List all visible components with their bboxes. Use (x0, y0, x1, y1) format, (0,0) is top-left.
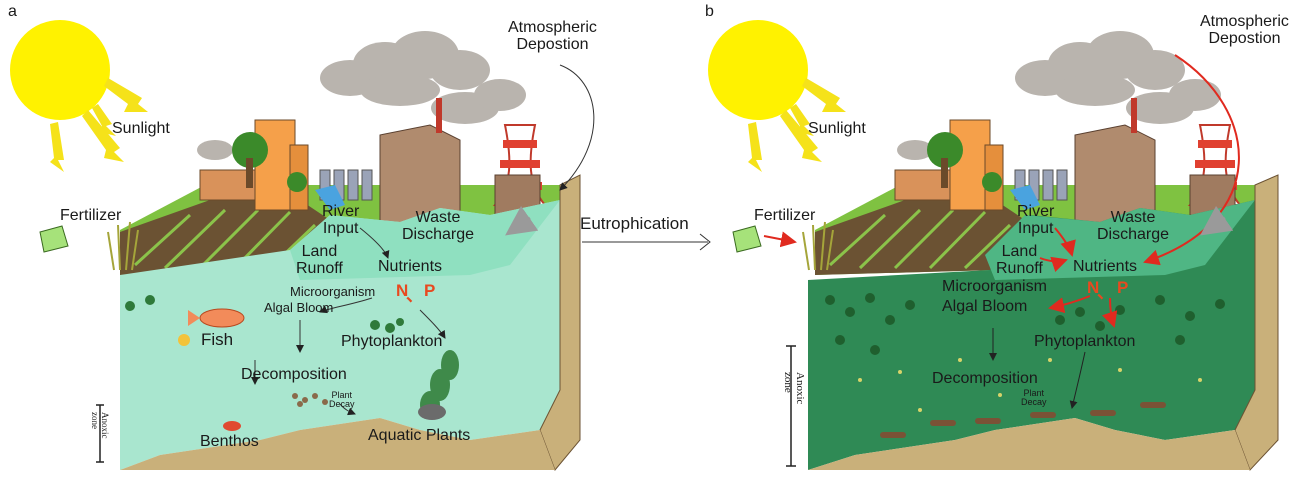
algal-bloom-label-b: Algal Bloom (942, 298, 1028, 315)
sun-rays-icon (50, 78, 148, 172)
benthos-label-a: Benthos (200, 433, 259, 450)
river-input-label-b: River Input (1017, 203, 1055, 238)
storage-tanks (319, 169, 373, 201)
small-factory (199, 169, 256, 201)
phosphorus-label-a: P (424, 281, 436, 300)
waste-line-2: Discharge (402, 225, 475, 243)
phytoplankton-label-b: Phytoplankton (1034, 333, 1136, 350)
panel-a-letter: a (8, 3, 17, 20)
anoxic-line-2: zone (782, 372, 794, 393)
microorganism-label-a: Microorganism (290, 284, 376, 299)
fertilizer-bag-icon (732, 225, 762, 253)
anoxic-zone-bracket (786, 345, 796, 467)
panel-b-illustration (708, 20, 1279, 471)
algal-bloom-label-a: Algal Bloom (264, 300, 334, 315)
fertilizer-label-a: Fertilizer (60, 207, 122, 224)
tree-icon (927, 132, 963, 168)
panel-b-letter: b (705, 3, 714, 20)
runoff-line-1: Land (1001, 243, 1038, 260)
eutrophication-label: Eutrophication (580, 214, 689, 233)
plant-decay-line-2: Decay (1021, 397, 1047, 408)
tree-icon (232, 132, 268, 168)
anoxic-zone-label-a: Anoxic zone (90, 412, 110, 439)
waste-line-1: Waste (415, 209, 461, 226)
river-line-2: Input (322, 219, 359, 237)
smoke-clouds-icon (897, 31, 1221, 177)
sun-icon (708, 20, 808, 120)
plant-decay-line-1: Plant (1023, 388, 1045, 398)
fish-label-a: Fish (201, 330, 234, 349)
small-factory (894, 169, 951, 201)
tower-building (949, 119, 991, 211)
sun-icon (10, 20, 110, 120)
plant-decay-line-1: Plant (331, 390, 353, 400)
land-runoff-label-b: Land Runoff (996, 243, 1043, 278)
waste-line-2: Discharge (1097, 225, 1170, 243)
atmospheric-line-2: Depostion (1208, 29, 1281, 47)
algae-blobs (825, 293, 1225, 355)
river-line-2: Input (1017, 219, 1054, 237)
river-line-1: River (1017, 203, 1055, 220)
aquatic-plants-icon (418, 350, 459, 420)
anoxic-line-2: zone (90, 412, 100, 429)
nitrogen-label-a: N (396, 281, 409, 300)
microorganism-label-b: Microorganism (942, 278, 1047, 295)
sunlight-label-a: Sunlight (112, 120, 170, 137)
river-input-label-a: River Input (322, 203, 360, 238)
nutrients-label-a: Nutrients (378, 258, 443, 275)
eutrophication-arrow (582, 233, 711, 251)
smoke-clouds-icon (197, 31, 526, 177)
atmospheric-label-b: Atmospheric Depostion (1200, 13, 1289, 48)
nutrients-label-b: Nutrients (1073, 258, 1138, 275)
fertilizer-label-b: Fertilizer (754, 207, 816, 224)
anoxic-line-1: Anoxic (100, 412, 110, 439)
runoff-line-2: Runoff (296, 259, 343, 277)
waste-line-1: Waste (1110, 209, 1156, 226)
sun-rays-icon (748, 78, 846, 172)
waste-discharge-label-b: Waste Discharge (1097, 209, 1170, 244)
atmospheric-label-a: Atmospheric Depostion (508, 19, 597, 54)
nitrogen-label-b: N (1087, 278, 1100, 297)
benthos-icon (223, 421, 241, 431)
decomposition-label-b: Decomposition (932, 370, 1038, 387)
sediment-layer (120, 418, 555, 470)
runoff-line-1: Land (301, 243, 338, 260)
decomposition-label-a: Decomposition (241, 366, 347, 383)
panel-a-illustration (10, 20, 595, 471)
separator-a: 、 (406, 286, 423, 305)
river-line-1: River (322, 203, 360, 220)
aquatic-plants-label-a: Aquatic Plants (368, 427, 471, 444)
atmospheric-line-2: Depostion (516, 35, 589, 53)
large-factory (1074, 124, 1156, 231)
storage-tanks (1014, 169, 1068, 201)
land-runoff-label-a: Land Runoff (296, 243, 343, 278)
sediment-layer (808, 418, 1250, 470)
atmospheric-line-1: Atmospheric (1200, 13, 1289, 30)
tower-building (254, 119, 296, 211)
fish-icon (178, 308, 245, 346)
algae-blobs (125, 295, 404, 333)
water-surface (290, 200, 560, 280)
sunlight-label-b: Sunlight (808, 120, 866, 137)
crop-fields (815, 200, 1025, 275)
plant-decay-label-a: Plant Decay (329, 390, 355, 410)
separator-b: 、 (1097, 283, 1114, 302)
anoxic-zone-label-b: Anoxic zone (782, 372, 806, 404)
large-factory (379, 124, 461, 231)
anoxic-zone-bracket (96, 404, 104, 463)
phytoplankton-label-a: Phytoplankton (341, 333, 443, 350)
plant-decay-logs (880, 402, 1166, 438)
plant-decay-label-b: Plant Decay (1021, 388, 1047, 408)
anoxic-line-1: Anoxic (794, 372, 806, 405)
waste-discharge-label-a: Waste Discharge (402, 209, 475, 244)
fertilizer-bag-icon (39, 225, 69, 253)
plant-decay-line-2: Decay (329, 399, 355, 410)
runoff-line-2: Runoff (996, 259, 1043, 277)
river-icon (1010, 185, 1040, 210)
phosphorus-label-b: P (1117, 278, 1129, 297)
river-icon (315, 185, 345, 210)
atmospheric-line-1: Atmospheric (508, 19, 597, 36)
